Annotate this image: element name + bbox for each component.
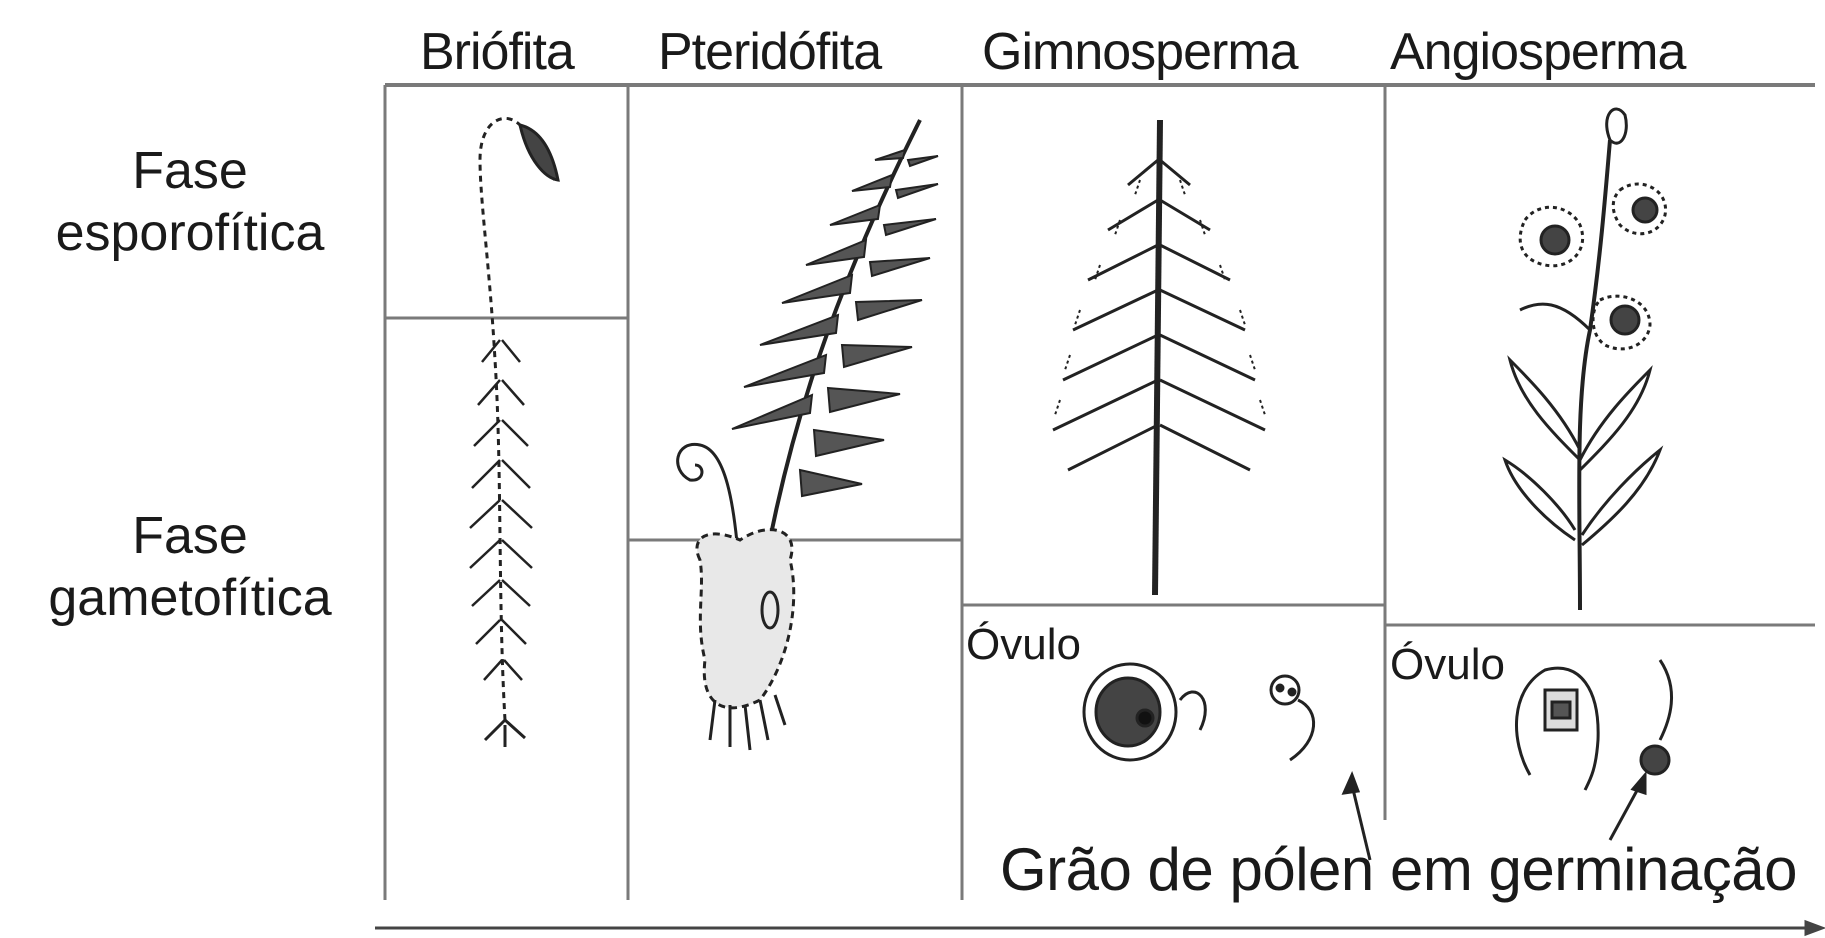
pollen-caption: Grão de pólen em germinação bbox=[1000, 835, 1797, 904]
bryophyte-illustration bbox=[470, 118, 558, 747]
grid-lines bbox=[385, 85, 1815, 900]
gymnosperm-illustration bbox=[1053, 120, 1265, 595]
evolution-arrow bbox=[375, 922, 1822, 934]
gymnosperm-ovule-illustration bbox=[1084, 664, 1205, 760]
angiosperm-illustration bbox=[1505, 109, 1666, 610]
gymnosperm-pollen-illustration bbox=[1271, 676, 1314, 760]
angiosperm-ovule-illustration bbox=[1516, 668, 1598, 790]
ovule-label-gymnosperm: Óvulo bbox=[966, 620, 1081, 670]
ovule-label-angiosperm: Óvulo bbox=[1390, 640, 1505, 690]
pteridophyte-illustration bbox=[678, 120, 938, 750]
angiosperm-pollen-illustration bbox=[1641, 660, 1672, 774]
